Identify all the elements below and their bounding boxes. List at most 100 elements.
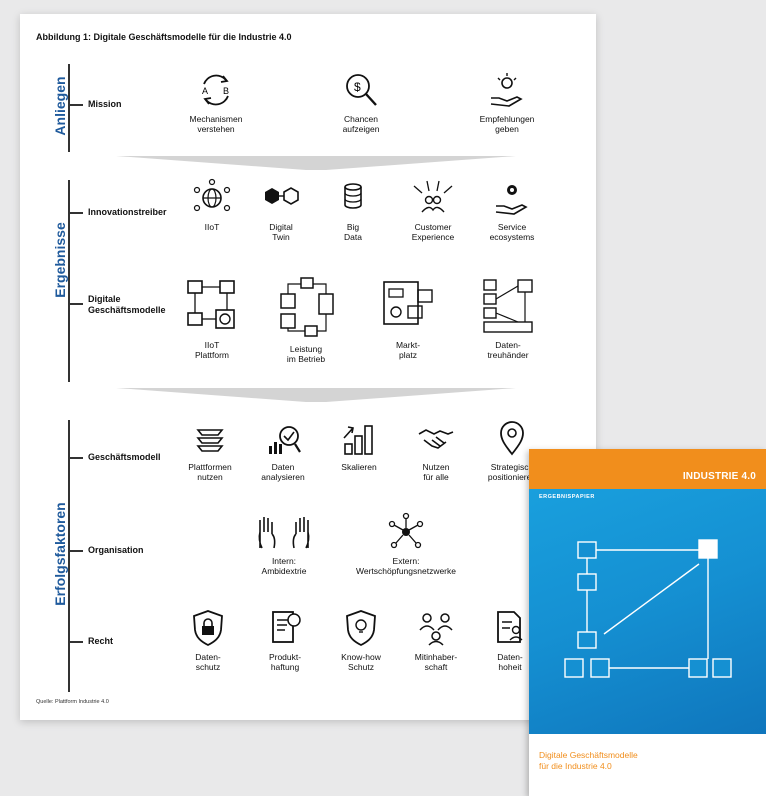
caption-chancen: Chancen aufzeigen	[342, 114, 380, 134]
anliegen-bracket	[68, 64, 70, 152]
document-coin-icon	[272, 611, 301, 643]
funnel-separator	[116, 156, 516, 170]
row-label-innovationstreiber: Innovationstreiber	[88, 207, 167, 217]
row-label-geschaeftsmodell: Geschäftsmodell	[88, 452, 161, 462]
item-iiot: IIoT	[172, 178, 252, 232]
hand-gear-icon	[495, 185, 528, 215]
shield-lock-icon	[193, 610, 223, 647]
caption-datenhoheit: Daten- hoheit	[497, 652, 523, 672]
caption-mechanismen: Mechanismen verstehen	[189, 114, 243, 134]
iiot-platform-diagram-icon	[187, 280, 235, 329]
cubes-twin-icon	[265, 187, 299, 205]
magnifier-dollar-icon: $	[346, 74, 377, 106]
location-pin-icon	[500, 421, 524, 456]
cover-network-illustration	[564, 539, 732, 678]
publication-cover[interactable]: INDUSTRIE 4.0 ERGEBNISPAPIER Digitale Ge…	[529, 449, 766, 796]
figure-title: Abbildung 1: Digitale Geschäftsmodelle f…	[36, 32, 292, 42]
item-skalieren: Skalieren	[319, 418, 399, 472]
item-strategisch-positionieren: Strategisch positionieren	[472, 418, 552, 482]
item-marktplatz: Markt- platz	[368, 276, 448, 360]
recht-tick	[69, 641, 83, 643]
cover-label: ERGEBNISPAPIER	[539, 494, 595, 500]
item-plattformen-nutzen: Plattformen nutzen	[170, 418, 250, 482]
item-nutzen-fuer-alle: Nutzen für alle	[396, 418, 476, 482]
marketplace-diagram-icon	[383, 281, 433, 325]
database-icon	[344, 183, 362, 209]
people-arrows-icon	[413, 180, 453, 213]
cover-title: Digitale Geschäftsmodelle für die Indust…	[539, 750, 638, 772]
organisation-tick	[69, 550, 83, 552]
funnel-separator-2	[116, 388, 516, 402]
data-trustee-diagram-icon	[483, 279, 533, 333]
caption-intern-ambidextrie: Intern: Ambidextrie	[261, 556, 307, 576]
cover-orange-band	[529, 449, 766, 489]
erfolgsfaktoren-bracket	[68, 420, 70, 692]
item-iiot-plattform: IIoT Plattform	[172, 276, 252, 360]
letter-a: A	[202, 86, 208, 96]
dollar-sign: $	[354, 80, 361, 94]
section-erfolgsfaktoren: Erfolgsfaktoren	[52, 502, 68, 606]
caption-leistung-betrieb: Leistung im Betrieb	[286, 344, 326, 364]
item-big-data: Big Data	[313, 178, 393, 242]
item-mechanismen: A B Mechanismen verstehen	[176, 70, 256, 134]
item-intern-ambidextrie: Intern: Ambidextrie	[244, 512, 324, 576]
geschaeftsmodell-tick	[69, 457, 83, 459]
caption-nutzen-fuer-alle: Nutzen für alle	[422, 462, 450, 482]
caption-empfehlungen: Empfehlungen geben	[479, 114, 535, 134]
globe-network-icon	[193, 178, 231, 212]
growth-bars-icon	[343, 425, 373, 455]
cover-title-line1: Digitale Geschäftsmodelle	[539, 750, 638, 760]
hand-bulb-icon	[490, 73, 523, 107]
caption-datentreuhaender: Daten- treuhänder	[487, 340, 529, 360]
item-extern-netzwerke: Extern: Wertschöpfungsnetzwerke	[343, 512, 469, 576]
caption-datenschutz: Daten- schutz	[195, 652, 221, 672]
cover-brand: INDUSTRIE 4.0	[682, 471, 756, 482]
shield-bulb-icon	[346, 610, 376, 647]
layers-icon	[196, 429, 224, 452]
item-customer-experience: Customer Experience	[393, 178, 473, 242]
caption-daten-analysieren: Daten analysieren	[261, 462, 305, 482]
row-label-recht: Recht	[88, 636, 114, 646]
item-mitinhaberschaft: Mitinhaber- schaft	[396, 608, 476, 672]
item-datenhoheit: Daten- hoheit	[470, 608, 550, 672]
chart-magnifier-icon	[269, 426, 301, 454]
document-person-icon	[497, 611, 523, 643]
item-datentreuhaender: Daten- treuhänder	[468, 276, 548, 360]
figure-page	[20, 14, 596, 720]
item-digital-twin: Digital Twin	[241, 178, 321, 242]
caption-iiot-plattform: IIoT Plattform	[194, 340, 229, 360]
row-label-digitale-geschaeftsmodelle: Digitale Geschäftsmodelle	[88, 294, 166, 315]
caption-digital-twin: Digital Twin	[269, 222, 293, 242]
section-anliegen: Anliegen	[52, 76, 68, 136]
caption-mitinhaberschaft: Mitinhaber- schaft	[414, 652, 458, 672]
innovation-tick	[69, 212, 83, 214]
item-chancen: $ Chancen aufzeigen	[321, 70, 401, 134]
models-tick	[69, 303, 83, 305]
item-knowhow-schutz: Know-how Schutz	[321, 608, 401, 672]
cover-title-line2: für die Industrie 4.0	[539, 761, 612, 771]
two-hands-icon	[258, 517, 310, 549]
figure-source: Quelle: Plattform Industrie 4.0	[36, 699, 109, 705]
item-leistung-betrieb: Leistung im Betrieb	[266, 276, 346, 364]
network-nodes-icon	[388, 512, 424, 549]
section-ergebnisse: Ergebnisse	[52, 222, 68, 298]
item-empfehlungen: Empfehlungen geben	[467, 70, 547, 134]
handshake-icon	[418, 429, 454, 449]
row-label-organisation: Organisation	[88, 545, 144, 555]
caption-strategisch-positionieren: Strategisch positionieren	[487, 462, 537, 482]
service-operation-diagram-icon	[280, 277, 334, 337]
caption-produkthaftung: Produkt- haftung	[268, 652, 302, 672]
cover-white-footer	[529, 734, 766, 796]
row-label-mission: Mission	[88, 99, 122, 109]
caption-extern-netzwerke: Extern: Wertschöpfungsnetzwerke	[355, 556, 456, 576]
letter-b: B	[223, 86, 229, 96]
caption-skalieren: Skalieren	[341, 462, 377, 472]
item-datenschutz: Daten- schutz	[168, 608, 248, 672]
caption-customer-experience: Customer Experience	[411, 222, 455, 242]
item-produkthaftung: Produkt- haftung	[245, 608, 325, 672]
caption-iiot: IIoT	[204, 222, 220, 232]
ergebnisse-bracket	[68, 180, 70, 382]
item-service-ecosystems: Service ecosystems	[472, 178, 552, 242]
caption-marktplatz: Markt- platz	[395, 340, 421, 360]
caption-service-ecosystems: Service ecosystems	[489, 222, 535, 242]
